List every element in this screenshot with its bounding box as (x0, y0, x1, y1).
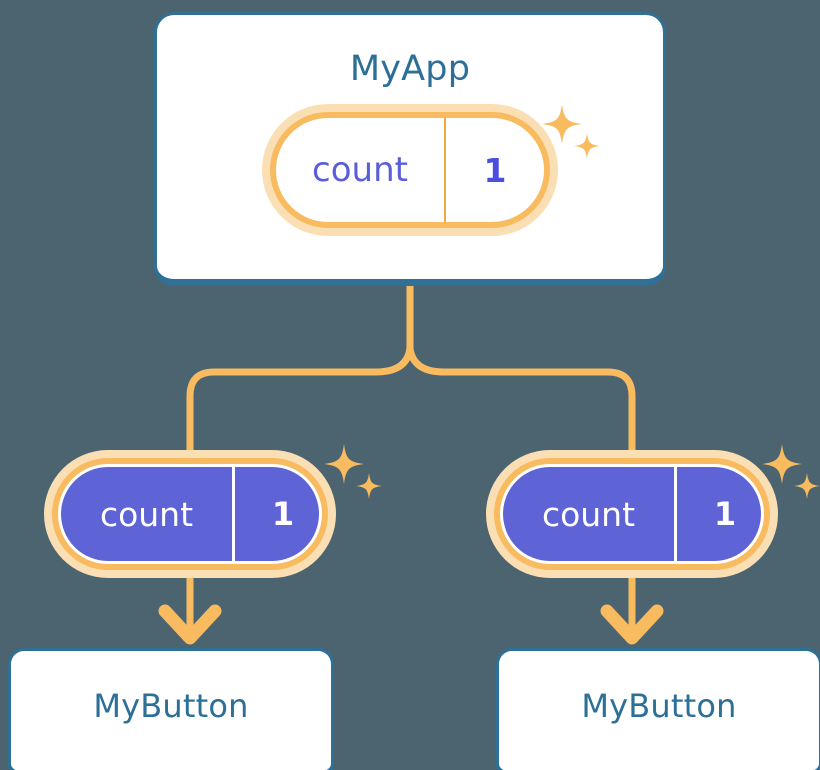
sparkle-four-point-large-icon (762, 444, 802, 484)
arrow-head-right-icon (600, 604, 664, 645)
right-state-key: count (503, 467, 677, 561)
wire-branch-left (186, 347, 414, 452)
sparkle-four-point-large-icon (324, 444, 364, 484)
mybutton-card-left[interactable]: MyButton (8, 648, 334, 770)
sparkle-four-point-small-icon (356, 473, 382, 499)
arrow-head-left-icon (158, 604, 222, 645)
myapp-card-title: MyApp (349, 49, 471, 89)
left-state-value: 1 (271, 495, 295, 533)
mybutton-card-left-title: MyButton (93, 687, 249, 725)
sparkle-four-point-small-icon (794, 473, 820, 499)
wire-branch-right (406, 347, 636, 452)
left-state-key: count (61, 467, 235, 561)
mybutton-card-right[interactable]: MyButton (496, 648, 820, 770)
left-state-pill[interactable]: count 1 (52, 458, 328, 570)
myapp-state-pill[interactable]: count 1 (270, 112, 550, 228)
myapp-state-value: 1 (483, 150, 507, 190)
right-state-pill[interactable]: count 1 (494, 458, 770, 570)
right-state-value: 1 (713, 495, 737, 533)
mybutton-card-right-title: MyButton (581, 687, 737, 725)
myapp-state-key: count (276, 118, 446, 222)
